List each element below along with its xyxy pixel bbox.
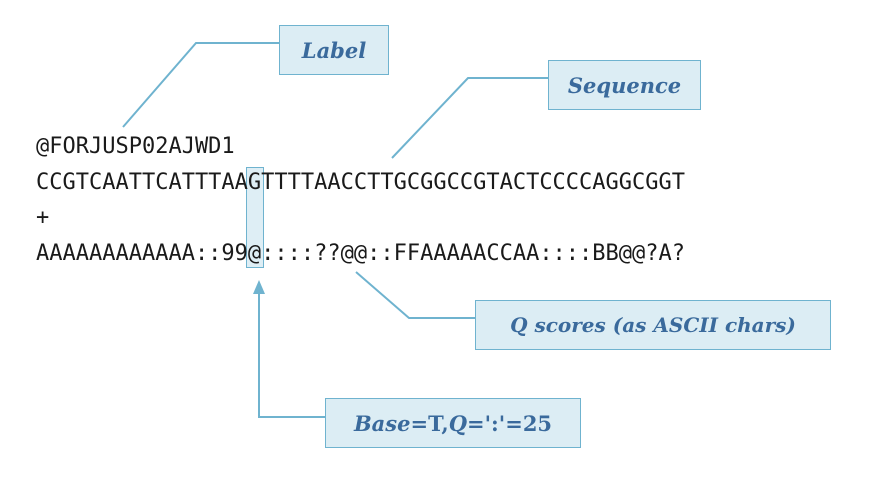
sequence-callout-text: Sequence <box>567 72 682 98</box>
sequence-connector <box>391 77 548 159</box>
label-callout-text: Label <box>301 37 367 63</box>
fastq-quality-line: AAAAAAAAAAAA::99@::::??@@::FFAAAAACCAA::… <box>36 241 686 266</box>
up-arrow-icon <box>253 280 265 294</box>
q-word: Q <box>448 410 468 436</box>
base-connector <box>258 294 325 418</box>
qscores-callout-text: Q scores (as ASCII chars) <box>510 313 796 337</box>
highlighted-column <box>246 167 264 268</box>
sequence-callout: Sequence <box>548 60 701 110</box>
base-callout: Base=T, Q=':'=25 <box>325 398 581 448</box>
fastq-separator-line: + <box>36 205 50 230</box>
qscores-connector <box>355 271 475 319</box>
qscores-callout: Q scores (as ASCII chars) <box>475 300 831 350</box>
q-value: =':'=25 <box>467 410 553 436</box>
base-word: Base <box>353 410 411 436</box>
fastq-label-line: @FORJUSP02AJWD1 <box>36 134 235 159</box>
label-connector <box>122 42 279 128</box>
label-callout: Label <box>279 25 389 75</box>
base-value: =T, <box>410 410 449 436</box>
fastq-sequence-line: CCGTCAATTCATTTAAGTTTTAACCTTGCGGCCGTACTCC… <box>36 170 686 195</box>
